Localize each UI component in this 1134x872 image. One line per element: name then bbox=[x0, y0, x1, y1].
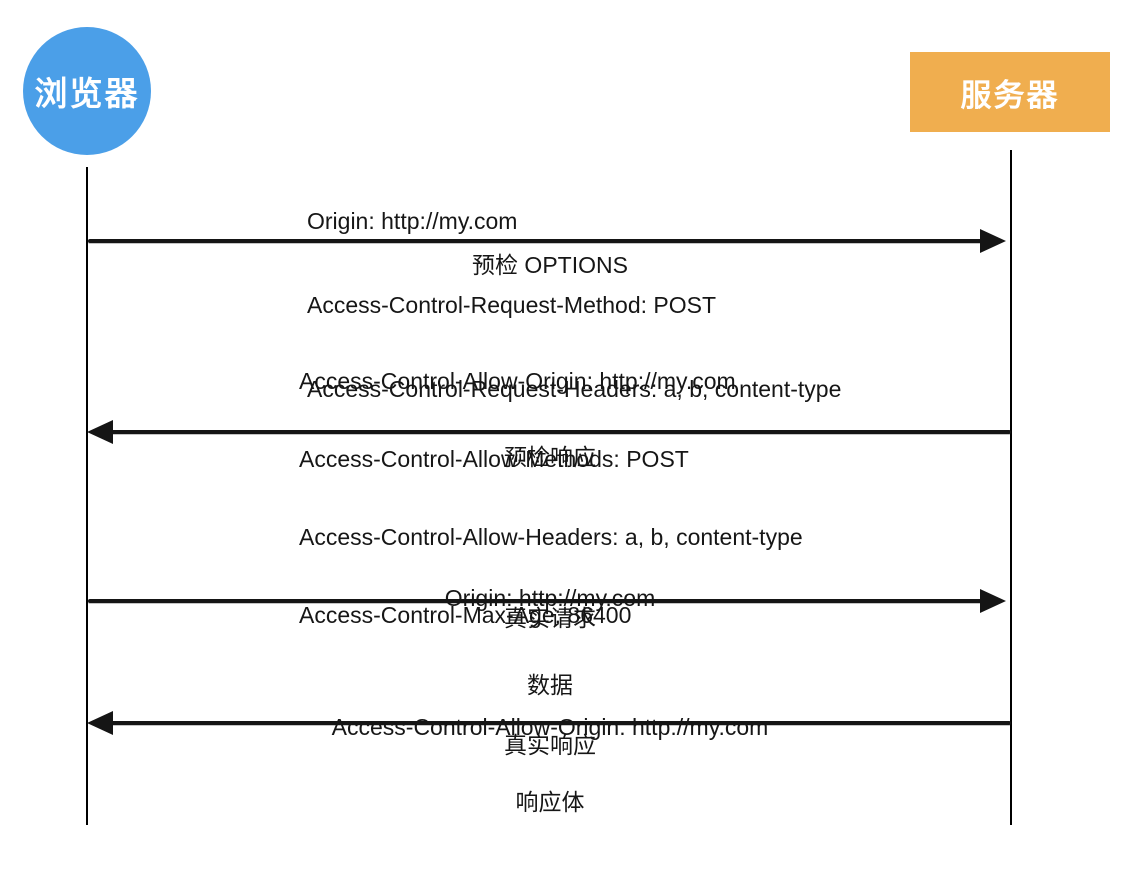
arrow-shaft bbox=[105, 721, 1011, 725]
real-request-label: 真实请求 bbox=[504, 605, 596, 631]
header-line: Access-Control-Request-Method: POST bbox=[307, 292, 717, 318]
arrow-shaft bbox=[88, 239, 988, 243]
preflight-response-label: 预检响应 bbox=[504, 444, 596, 470]
server-lifeline bbox=[1010, 150, 1012, 825]
header-line: Access-Control-Allow-Origin: http://my.c… bbox=[331, 714, 769, 740]
browser-actor: 浏览器 bbox=[23, 27, 151, 155]
arrow-shaft bbox=[105, 430, 1011, 434]
header-line: Access-Control-Allow-Methods: POST bbox=[299, 446, 689, 472]
header-line: Origin: http://my.com bbox=[307, 208, 518, 234]
header-line: Access-Control-Request-Headers: a, b, co… bbox=[307, 376, 842, 402]
arrowhead-left-icon bbox=[87, 711, 113, 735]
preflight-request-headers: Origin: http://my.com Access-Control-Req… bbox=[307, 151, 841, 459]
server-actor: 服务器 bbox=[910, 52, 1110, 132]
header-line: Access-Control-Allow-Origin: http://my.c… bbox=[299, 368, 736, 394]
header-line: 响应体 bbox=[515, 789, 585, 815]
arrow-shaft bbox=[88, 599, 988, 603]
browser-lifeline bbox=[86, 167, 88, 825]
real-response-headers: Access-Control-Allow-Origin: http://my.c… bbox=[88, 665, 1012, 865]
server-actor-label: 服务器 bbox=[960, 77, 1060, 113]
browser-actor-label: 浏览器 bbox=[34, 75, 140, 112]
header-line: Access-Control-Allow-Headers: a, b, cont… bbox=[299, 524, 803, 550]
arrowhead-right-icon bbox=[980, 229, 1006, 253]
arrowhead-right-icon bbox=[980, 589, 1006, 613]
header-line: Access-Control-Max-Age: 86400 bbox=[299, 602, 632, 628]
header-line: Origin: http://my.com bbox=[444, 585, 656, 611]
header-line: 数据 bbox=[527, 672, 573, 698]
real-request-headers: Origin: http://my.com 数据 bbox=[88, 526, 1012, 758]
preflight-response-headers: Access-Control-Allow-Origin: http://my.c… bbox=[299, 316, 803, 680]
preflight-request-label: 预检 OPTIONS bbox=[472, 252, 628, 278]
arrowhead-left-icon bbox=[87, 420, 113, 444]
real-response-label: 真实响应 bbox=[504, 732, 596, 758]
